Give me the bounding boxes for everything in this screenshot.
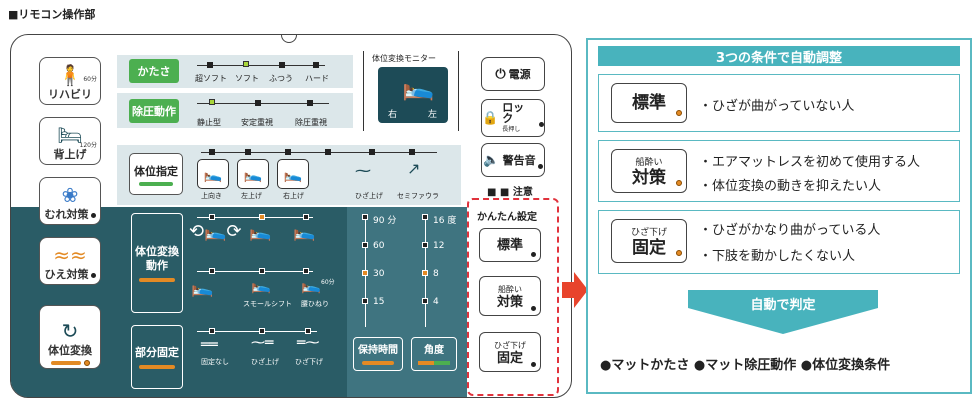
hold-time-button[interactable]: 保持時間 [353,337,403,371]
chill-label: ひえ対策 [44,268,89,281]
backrest-label: 背上げ [53,148,87,161]
position-change-label: 体位変換 [48,344,92,357]
lock-icon: 🔒 [482,110,499,126]
power-button[interactable]: ⏻電源 [481,57,545,91]
humidity-label: むれ対策 [44,208,89,221]
monitor-right: 右 [388,110,398,120]
remote-controller: 🧍 リハビリ 60分 🛏 背上げ 120分 ❀ むれ対策 ≈≈ ひえ対策 ↻ 体… [10,34,572,398]
judge-label: 自動で判定 [750,298,816,313]
chill-button[interactable]: ≈≈ ひえ対策 [39,237,101,285]
easy-settings-title: かんたん設定 [477,212,537,223]
page-caption: ■リモコン操作部 [8,8,96,21]
pressure-button[interactable]: 除圧動作 [129,99,179,123]
face-up-button[interactable]: 🛌 [197,159,229,189]
pressure-opt-3: 除圧重視 [295,118,327,127]
rehab-button[interactable]: 🧍 リハビリ 60分 [39,57,101,105]
knee-up-fix-icon[interactable]: ⁓═ [251,335,274,351]
easy-standard-button[interactable]: 標準 [479,228,541,262]
left-dark-bottom [11,207,119,397]
red-arrow-icon [562,272,588,308]
knee-up-icon[interactable]: ⁓ [355,161,371,180]
lock-button[interactable]: 🔒 ロック 長押し [481,99,545,137]
position-monitor: 体位変換モニター 🛌 右 左 [363,51,459,131]
change-opt-3-icon[interactable]: 🛌 [293,221,316,242]
monitor-left: 左 [428,110,438,120]
semi-fowler-icon[interactable]: ↗ [407,159,421,178]
easy-knee-fix-button[interactable]: ひざ下げ 固定 [479,332,541,372]
change-opt-2-icon[interactable]: 🛌 [249,221,272,242]
person-icon: 🛌 [402,72,435,102]
caution-label: ■ ■ 注意 [487,187,533,198]
rehab-icon: 🧍 [57,63,83,87]
mode-seasick-button: 船酔い 対策 [611,149,687,193]
rehab-label: リハビリ [48,88,92,101]
pressure-opt-2: 安定重視 [241,118,273,127]
pressure-opt-1: 静止型 [197,118,221,127]
position-change-icon: ↻ [61,319,79,343]
left-up-button[interactable]: 🛌 [237,159,269,189]
knee-down-fix-icon[interactable]: ═⁓ [297,335,320,351]
mode-standard-button: 標準 [611,83,687,123]
humidity-button[interactable]: ❀ むれ対策 [39,177,101,225]
no-fix-icon[interactable]: ══ [201,337,218,353]
judge-arrow-icon [688,290,878,334]
backrest-icon: 🛏 [57,123,83,147]
change-opt-1-icon[interactable]: ⟲🛌⟳ [189,221,242,242]
speaker-icon: 🔈 [483,152,500,168]
monitor-display: 🛌 右 左 [378,67,448,123]
conditions-list: ●マットかたさ ●マット除圧動作 ●体位変換条件 [600,358,891,373]
mode-standard-box: 標準 ・ひざが曲がっていない人 [598,74,960,132]
alarm-button[interactable]: 🔈 警告音 [481,143,545,177]
pressure-tick-2 [255,100,261,106]
hardness-tick-1 [207,62,213,68]
angle-button[interactable]: 角度 [411,337,457,371]
pressure-tick-1 [209,99,215,105]
remote-notch [281,35,297,43]
pressure-tick-3 [307,100,313,106]
auto-adjust-panel: 3つの条件で自動調整 標準 ・ひざが曲がっていない人 船酔い 対策 ・エアマット… [586,38,972,394]
easy-seasick-button[interactable]: 船酔い 対策 [479,276,541,316]
auto-adjust-title: 3つの条件で自動調整 [598,46,960,66]
small-shift-icon[interactable]: 🛌 [251,275,271,294]
heater-icon: ≈≈ [53,243,87,267]
partial-fix-button[interactable]: 部分固定 [131,325,183,389]
change-action-button[interactable]: 体位変換動作 [131,213,183,313]
mode-seasick-box: 船酔い 対策 ・エアマットレスを初めて使用する人 ・体位変換の動きを抑えたい人 [598,140,960,202]
hardness-opt-1: 超ソフト [195,74,227,83]
backrest-button[interactable]: 🛏 背上げ 120分 [39,117,101,165]
mode-knee-box: ひざ下げ 固定 ・ひざがかなり曲がっている人 ・下肢を動かしたくない人 [598,210,960,274]
fan-icon: ❀ [61,183,79,207]
waist-twist-icon[interactable]: 🛌 [301,275,321,294]
power-icon: ⏻ [495,66,506,82]
monitor-title: 体位変換モニター [372,54,436,63]
easy-settings-panel: かんたん設定 標準 船酔い 対策 ひざ下げ 固定 [467,198,559,396]
position-select-button[interactable]: 体位指定 [129,153,183,195]
hardness-opt-2: ソフト [235,74,259,83]
hardness-opt-4: ハード [305,74,329,83]
hardness-tick-3 [279,62,285,68]
hardness-tick-4 [313,62,319,68]
right-up-button[interactable]: 🛌 [277,159,309,189]
hardness-button[interactable]: かたさ [129,59,179,83]
mode-knee-button: ひざ下げ 固定 [611,219,687,263]
hardness-tick-2 [243,61,249,67]
change-opt-4-icon[interactable]: 🛌 [191,277,214,298]
hardness-opt-3: ふつう [269,74,293,83]
position-change-button[interactable]: ↻ 体位変換 [39,305,101,369]
